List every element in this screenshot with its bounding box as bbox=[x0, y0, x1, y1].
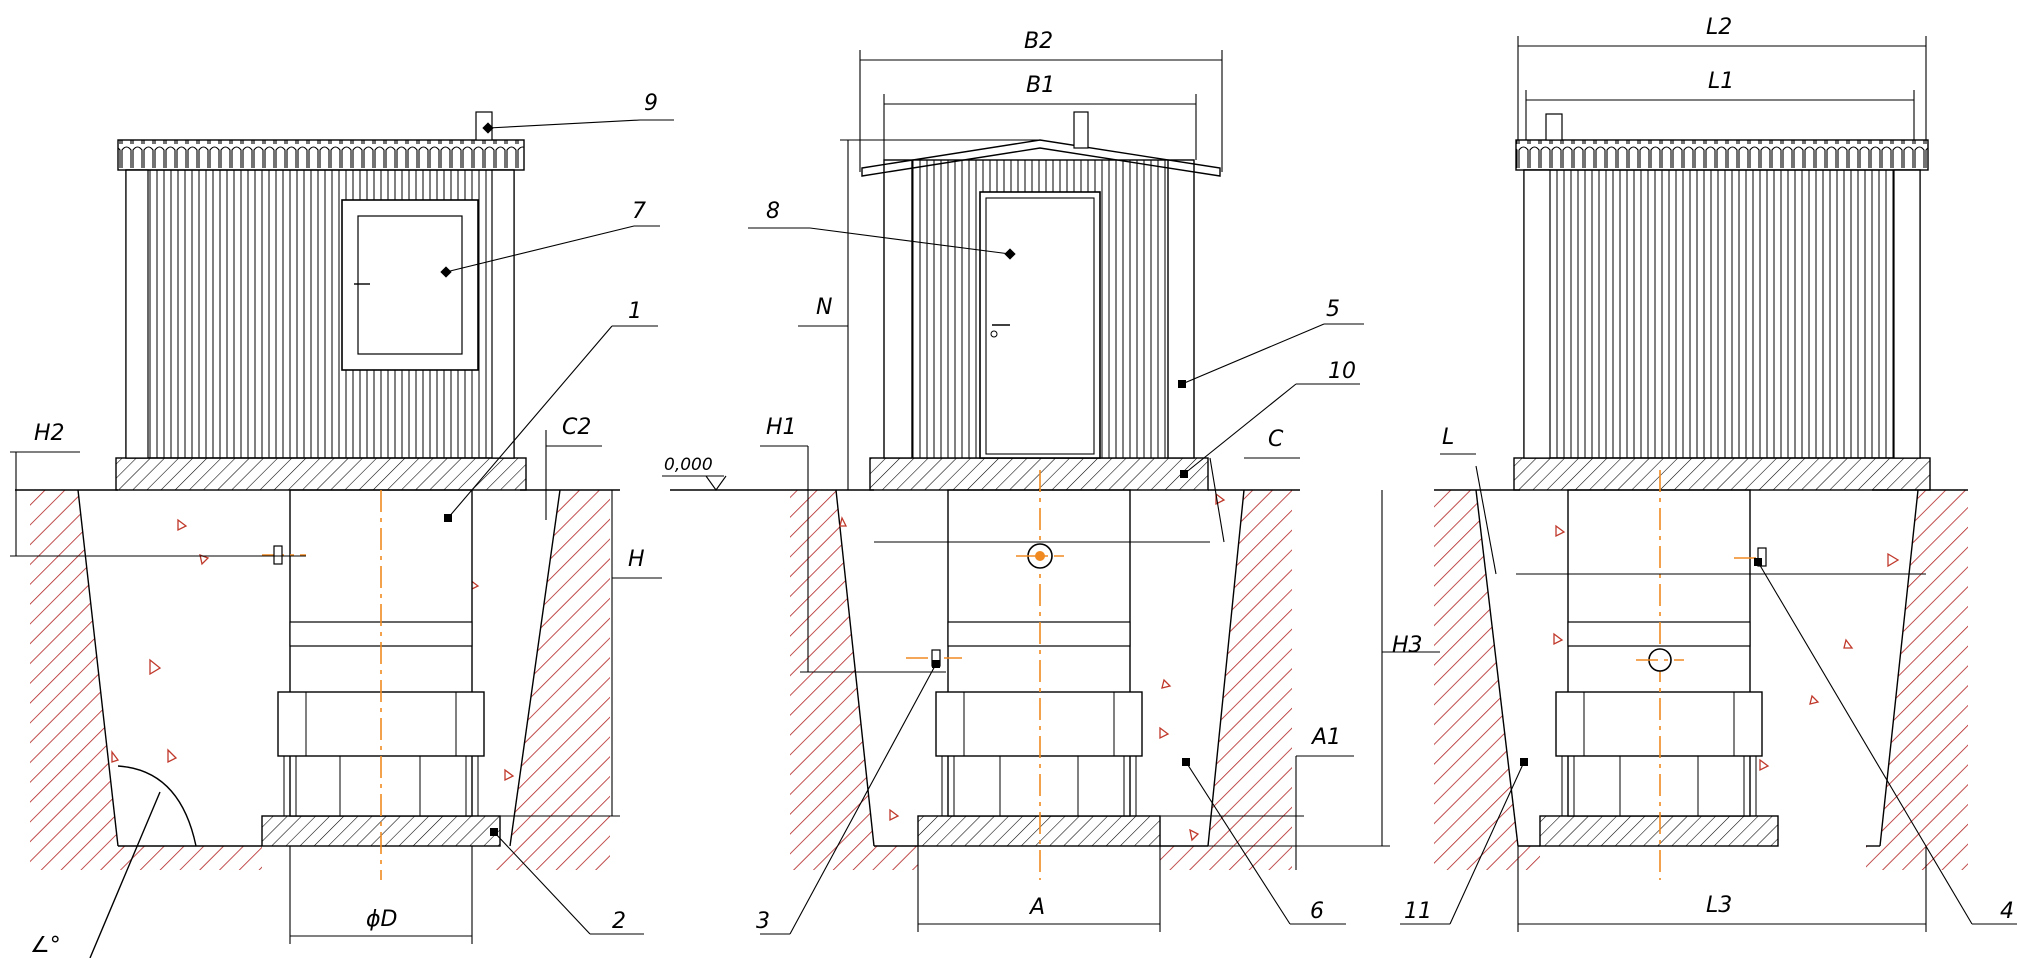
dim-H1: H1 bbox=[766, 415, 797, 440]
dim-B1: B1 bbox=[1026, 73, 1055, 98]
view-right bbox=[1434, 113, 1968, 880]
callout-2: 2 bbox=[612, 909, 626, 934]
callout-1: 1 bbox=[628, 299, 642, 324]
callout-6: 6 bbox=[1310, 899, 1324, 924]
callout-8: 8 bbox=[766, 199, 780, 224]
labels: 9 7 1 2 8 5 10 3 6 11 4 B2 B1 L2 L1 N H2… bbox=[30, 15, 2014, 958]
dim-H: H bbox=[628, 547, 645, 572]
view-left bbox=[15, 111, 620, 958]
dim-L3: L3 bbox=[1706, 893, 1732, 918]
dim-phiD: ϕD bbox=[366, 907, 397, 932]
callout-10: 10 bbox=[1328, 359, 1356, 384]
dim-L1: L1 bbox=[1708, 69, 1734, 94]
dim-L: L bbox=[1442, 425, 1454, 450]
dim-C2: C2 bbox=[562, 415, 591, 440]
dim-C: C bbox=[1268, 427, 1284, 452]
dim-A: A bbox=[1028, 895, 1045, 920]
dim-N: N bbox=[816, 295, 832, 320]
dim-B2: B2 bbox=[1024, 29, 1053, 54]
callout-5: 5 bbox=[1326, 297, 1340, 322]
dim-L2: L2 bbox=[1706, 15, 1732, 40]
dim-angle: ∠° bbox=[30, 933, 61, 958]
callout-9: 9 bbox=[644, 91, 658, 116]
callout-7: 7 bbox=[632, 199, 646, 224]
dim-H3: H3 bbox=[1392, 633, 1423, 658]
dim-H2: H2 bbox=[34, 421, 65, 446]
dim-A1: A1 bbox=[1310, 725, 1341, 750]
callout-3: 3 bbox=[756, 909, 770, 934]
callout-4: 4 bbox=[2000, 899, 2014, 924]
view-center bbox=[670, 111, 1300, 880]
dimension-lines bbox=[10, 36, 1927, 944]
leader-lines bbox=[440, 119, 2017, 935]
callout-11: 11 bbox=[1404, 899, 1432, 924]
level-mark: 0,000 bbox=[664, 455, 713, 475]
